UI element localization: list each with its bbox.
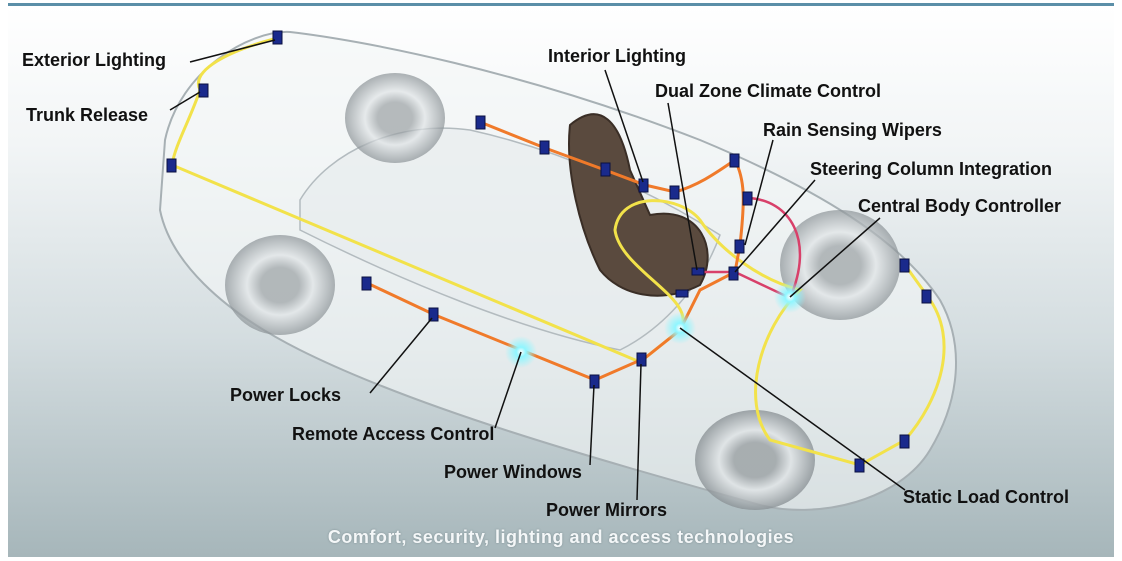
label-central-body-controller: Central Body Controller bbox=[858, 196, 1062, 216]
label-remote-access-control: Remote Access Control bbox=[292, 424, 495, 444]
wheel-rear-right bbox=[225, 235, 335, 335]
caption: Comfort, security, lighting and access t… bbox=[327, 527, 795, 547]
label-steering-column-integration: Steering Column Integration bbox=[810, 159, 1053, 179]
label-dual-zone-climate-control: Dual Zone Climate Control bbox=[655, 81, 882, 101]
seat bbox=[568, 113, 709, 297]
label-exterior-lighting: Exterior Lighting bbox=[22, 50, 166, 70]
label-power-mirrors: Power Mirrors bbox=[546, 500, 668, 520]
label-power-locks: Power Locks bbox=[230, 385, 342, 405]
yellow-wire bbox=[170, 36, 946, 467]
wheel-front-right bbox=[695, 410, 815, 510]
leader-lines bbox=[169, 39, 906, 501]
label-power-windows: Power Windows bbox=[444, 462, 582, 482]
label-trunk-release: Trunk Release bbox=[26, 105, 149, 125]
label-static-load-control: Static Load Control bbox=[903, 487, 1069, 507]
label-interior-lighting: Interior Lighting bbox=[548, 46, 686, 66]
wheel-front-left bbox=[780, 210, 900, 320]
control-modules bbox=[166, 30, 932, 473]
label-rain-sensing-wipers: Rain Sensing Wipers bbox=[763, 120, 942, 140]
wheel-rear-left bbox=[345, 73, 445, 163]
